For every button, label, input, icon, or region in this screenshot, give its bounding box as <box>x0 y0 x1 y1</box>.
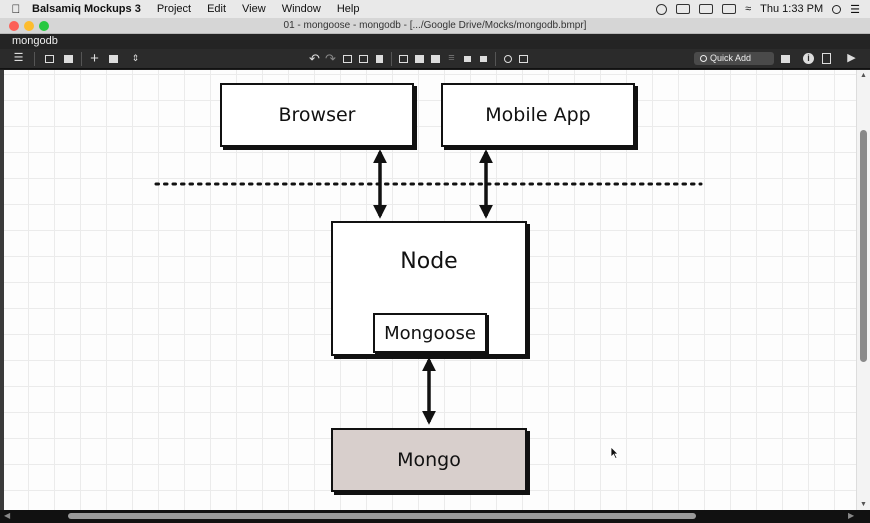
mobile-app-label: Mobile App <box>485 104 591 126</box>
battery-status-icon[interactable] <box>722 4 737 14</box>
window-title: 01 - mongoose - mongodb - [.../Google Dr… <box>283 20 587 31</box>
apple-menu-icon[interactable]:  <box>0 2 32 16</box>
menu-project[interactable]: Project <box>156 3 192 15</box>
add-icon[interactable]: + <box>90 50 99 67</box>
menu-view[interactable]: View <box>242 3 266 15</box>
symbol-icon[interactable] <box>517 52 530 65</box>
project-title: mongodb <box>0 34 870 49</box>
scroll-left-icon[interactable]: ◀ <box>4 511 11 520</box>
toolbar: ☰ + ⇕ ↶ ↷ ≡ Quick Add i ▶ <box>0 49 870 69</box>
quick-add-placeholder: Quick Add <box>710 53 752 63</box>
redo-icon[interactable]: ↷ <box>325 51 336 66</box>
horizontal-scrollbar[interactable]: ◀ ▶ <box>0 510 870 523</box>
notes-icon[interactable] <box>820 52 833 65</box>
close-window-button[interactable] <box>9 21 19 31</box>
status-area: ≈ Thu 1:33 PM ☰ <box>656 3 870 16</box>
spotlight-icon[interactable] <box>832 4 842 14</box>
arrange-icon[interactable]: ⇕ <box>131 53 140 63</box>
left-edge <box>0 70 4 523</box>
mongoose-box[interactable]: Mongoose <box>373 313 487 353</box>
menu-help[interactable]: Help <box>336 3 360 15</box>
paste-icon[interactable] <box>357 52 370 65</box>
record-status-icon[interactable] <box>656 3 668 15</box>
menu-window[interactable]: Window <box>281 3 321 15</box>
mongo-label: Mongo <box>397 449 461 471</box>
lock-icon[interactable] <box>461 52 474 65</box>
info-icon[interactable]: i <box>802 52 815 65</box>
title-bar: 01 - mongoose - mongodb - [.../Google Dr… <box>0 18 870 34</box>
send-back-icon[interactable]: ≡ <box>448 52 455 64</box>
macos-menubar:  Balsamiq Mockups 3 Project Edit View W… <box>0 0 870 18</box>
ungroup-icon[interactable] <box>413 52 426 65</box>
single-pane-icon[interactable] <box>43 52 56 65</box>
quick-add-input[interactable]: Quick Add <box>694 52 774 65</box>
delete-icon[interactable] <box>373 52 386 65</box>
menu-app-name[interactable]: Balsamiq Mockups 3 <box>32 3 141 15</box>
notification-center-icon[interactable]: ☰ <box>850 3 860 16</box>
connector-layer <box>154 149 703 425</box>
glasses-status-icon[interactable] <box>676 4 691 14</box>
node-label: Node <box>400 249 458 274</box>
bring-front-icon[interactable] <box>429 52 442 65</box>
present-icon[interactable]: ▶ <box>847 52 856 64</box>
zoom-window-button[interactable] <box>39 21 49 31</box>
group-icon[interactable] <box>397 52 410 65</box>
mouse-cursor-icon <box>610 446 619 459</box>
undo-icon[interactable]: ↶ <box>309 51 320 66</box>
mockup-canvas[interactable]: Browser Mobile App Node Mongoose Mongo <box>4 70 856 510</box>
scroll-down-icon[interactable]: ▼ <box>860 501 867 508</box>
vertical-scrollbar[interactable]: ▲ ▼ <box>856 70 870 510</box>
clock[interactable]: Thu 1:33 PM <box>760 3 824 15</box>
copy-icon[interactable] <box>341 52 354 65</box>
mongoose-label: Mongoose <box>384 322 476 344</box>
wifi-icon[interactable]: ≈ <box>745 3 752 15</box>
scroll-up-icon[interactable]: ▲ <box>860 72 867 79</box>
search-icon[interactable] <box>501 52 514 65</box>
airplay-status-icon[interactable] <box>699 4 714 14</box>
menu-icon[interactable]: ☰ <box>13 52 24 64</box>
browser-label: Browser <box>278 104 356 126</box>
grid-view-icon[interactable] <box>62 52 75 65</box>
browser-box[interactable]: Browser <box>220 83 414 147</box>
duplicate-icon[interactable] <box>107 52 120 65</box>
unlock-icon[interactable] <box>477 52 490 65</box>
scroll-right-icon[interactable]: ▶ <box>848 511 855 520</box>
mobile-app-box[interactable]: Mobile App <box>441 83 635 147</box>
horizontal-scroll-thumb[interactable] <box>68 513 696 519</box>
inspector-icon[interactable] <box>779 52 792 65</box>
menu-edit[interactable]: Edit <box>207 3 227 15</box>
vertical-scroll-thumb[interactable] <box>860 130 867 362</box>
search-icon <box>700 55 707 62</box>
minimize-window-button[interactable] <box>24 21 34 31</box>
mongo-box[interactable]: Mongo <box>331 428 527 492</box>
